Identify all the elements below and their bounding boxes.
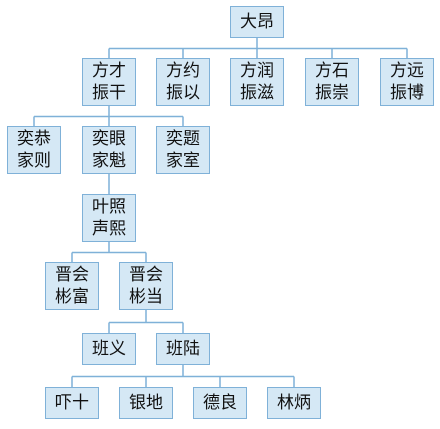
node-label: 班义 xyxy=(92,339,126,359)
node-label: 吓十 xyxy=(55,393,89,413)
node-label: 银地 xyxy=(129,393,163,413)
node-label: 振干 xyxy=(92,83,126,103)
tree-node: 班义 xyxy=(82,333,136,365)
node-label: 方约 xyxy=(166,61,200,81)
node-label: 声熙 xyxy=(92,219,126,239)
node-label: 班陆 xyxy=(166,339,200,359)
connector-line xyxy=(71,242,147,262)
connector-line xyxy=(71,365,295,387)
node-label: 方石 xyxy=(315,61,349,81)
node-label: 家魁 xyxy=(92,151,126,171)
tree-node: 大昂 xyxy=(230,6,284,38)
node-label: 林炳 xyxy=(277,393,311,413)
tree-node: 奕题家室 xyxy=(156,126,210,174)
tree-node: 班陆 xyxy=(156,333,210,365)
tree-node: 德良 xyxy=(193,387,247,419)
node-label: 彬当 xyxy=(129,287,163,307)
tree-node: 林炳 xyxy=(267,387,321,419)
tree-node: 方石振崇 xyxy=(305,58,359,106)
tree-node: 吓十 xyxy=(45,387,99,419)
node-label: 德良 xyxy=(203,393,237,413)
tree-node: 方润振滋 xyxy=(230,58,284,106)
node-label: 方才 xyxy=(92,61,126,81)
node-label: 家室 xyxy=(166,151,200,171)
node-label: 振以 xyxy=(166,83,200,103)
node-label: 大昂 xyxy=(240,12,274,32)
node-label: 叶照 xyxy=(92,197,126,217)
tree-node: 方远振博 xyxy=(380,58,434,106)
node-label: 振滋 xyxy=(240,83,274,103)
tree-node: 晋会彬当 xyxy=(119,262,173,310)
tree-node: 叶照声熙 xyxy=(82,194,136,242)
node-label: 奕题 xyxy=(166,129,200,149)
connector-line xyxy=(108,310,184,333)
tree-node: 奕眼家魁 xyxy=(82,126,136,174)
node-label: 晋会 xyxy=(129,265,163,285)
tree-node: 银地 xyxy=(119,387,173,419)
tree-node: 晋会彬富 xyxy=(45,262,99,310)
node-label: 方润 xyxy=(240,61,274,81)
connector-line xyxy=(108,38,408,58)
node-label: 方远 xyxy=(390,61,424,81)
node-label: 振博 xyxy=(390,83,424,103)
node-label: 振崇 xyxy=(315,83,349,103)
node-label: 彬富 xyxy=(55,287,89,307)
node-label: 奕恭 xyxy=(17,129,51,149)
tree-node: 方约振以 xyxy=(156,58,210,106)
tree-node: 奕恭家则 xyxy=(7,126,61,174)
connector-line xyxy=(33,106,184,126)
node-label: 晋会 xyxy=(55,265,89,285)
node-label: 奕眼 xyxy=(92,129,126,149)
node-label: 家则 xyxy=(17,151,51,171)
tree-node: 方才振干 xyxy=(82,58,136,106)
